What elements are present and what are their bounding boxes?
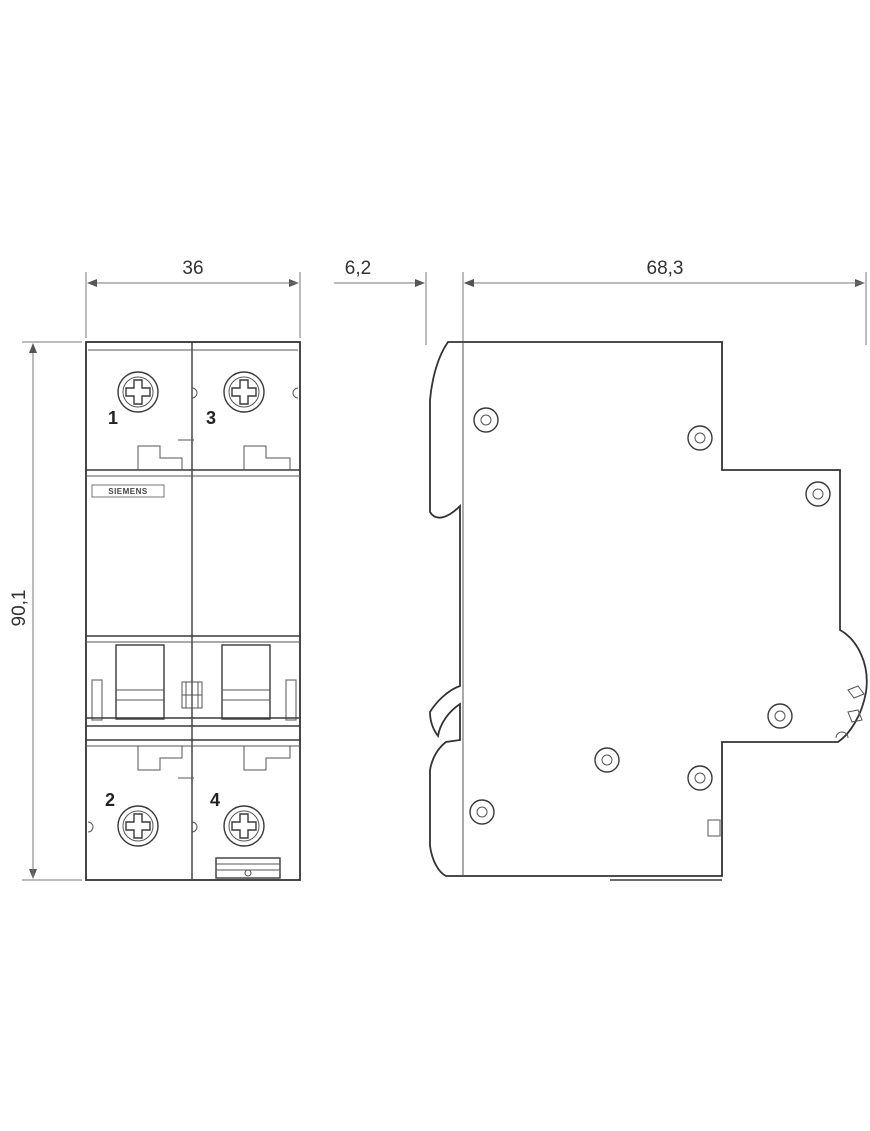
side-view: [429, 341, 868, 881]
height-label: 90,1: [9, 590, 30, 627]
front-width-dimension: 36: [85, 258, 301, 338]
screw-icon-1: [117, 371, 159, 413]
terminal-label-1: 1: [108, 408, 118, 428]
screw-icon-4: [223, 805, 265, 847]
depth-label: 68,3: [647, 258, 684, 279]
front-width-label: 36: [182, 258, 203, 279]
rivet-icon: [767, 703, 793, 729]
terminal-label-4: 4: [210, 790, 220, 810]
front-view: SIEMENS: [85, 341, 301, 881]
rivet-icon: [687, 425, 713, 451]
rivet-icon: [473, 407, 499, 433]
rivet-icon: [469, 799, 495, 825]
rail-clip: [215, 857, 281, 879]
depth-dimension: 68,3: [464, 258, 867, 345]
screw-icon-3: [223, 371, 265, 413]
rail-offset-dimension: 6,2: [334, 258, 500, 345]
terminal-label-3: 3: [206, 408, 216, 428]
terminal-label-2: 2: [105, 790, 115, 810]
rivet-icon: [805, 481, 831, 507]
rail-offset-label: 6,2: [345, 258, 371, 279]
height-dimension: 90,1: [9, 341, 82, 881]
screw-icon-2: [117, 805, 159, 847]
brand-label: SIEMENS: [108, 487, 148, 496]
rivet-icon: [594, 747, 620, 773]
toggle-handles: [91, 644, 297, 721]
rivet-icon: [687, 765, 713, 791]
